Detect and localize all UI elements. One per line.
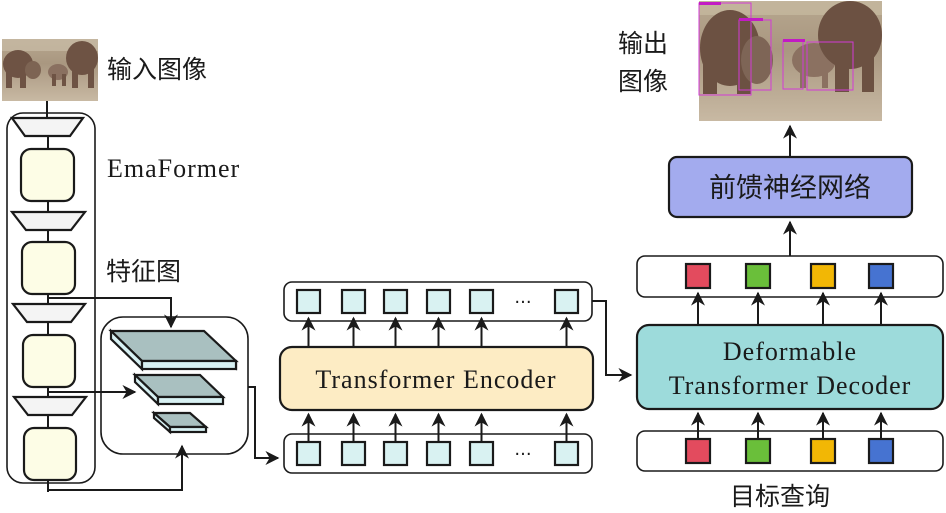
encoder-output-token [295, 288, 322, 315]
encoder-input-token [382, 440, 409, 467]
decoder-output-token [744, 262, 772, 290]
object-query-tokens [684, 437, 895, 465]
object-query-token [744, 437, 772, 465]
encoder-input-token [553, 440, 580, 467]
feature-map-medium [132, 372, 226, 407]
encoder-input-token [295, 440, 322, 467]
input-image-label: 输入图像 [107, 55, 207, 84]
backbone-block-1 [19, 147, 76, 203]
downsample-1 [9, 116, 86, 138]
decoder-arrows [691, 291, 888, 439]
encoder-output-token [468, 288, 495, 315]
encoder-output-token [553, 288, 580, 315]
encoder-arrows: ··· ··· [301, 292, 574, 465]
feature-map-container [100, 316, 249, 455]
input-image [2, 39, 98, 101]
ellipsis-label: ··· [514, 292, 531, 313]
transformer-encoder-block [278, 345, 595, 412]
backbone-stage-2 [9, 210, 88, 296]
encoder-output-token [340, 288, 367, 315]
arrow-features-to-encoder-input [248, 386, 280, 465]
encoder-input-token [340, 440, 367, 467]
decoder-label-line2: Transformer Decoder [669, 371, 912, 400]
decoder-output-token [684, 262, 712, 290]
decoder-output-tokens [684, 262, 895, 290]
ffn-label: 前馈神经网络 [709, 173, 871, 204]
backbone-stage-3 [10, 302, 88, 389]
encoder-input-tokens [295, 440, 580, 467]
decoder-output-row [636, 255, 944, 298]
feature-map-label: 特征图 [106, 257, 181, 286]
decoder-output-token [809, 262, 837, 290]
arrow-stage4-to-feature-small [47, 444, 189, 491]
ellipsis-label: ··· [514, 444, 531, 465]
feature-map-small [151, 410, 209, 435]
object-query-token [809, 437, 837, 465]
encoder-output-token [425, 288, 452, 315]
downsample-3 [10, 302, 88, 324]
arrow-encoder-to-decoder [592, 300, 633, 382]
downsample-2 [9, 210, 88, 232]
backbone-block-2 [20, 240, 77, 296]
object-query-label: 目标查询 [730, 482, 830, 511]
feature-map-large [108, 328, 239, 372]
backbone-block-4 [22, 426, 78, 482]
object-query-token [867, 437, 895, 465]
backbone-block-3 [21, 333, 77, 389]
output-image-label-line2: 图像 [618, 67, 668, 96]
output-image-label-line1: 输出 [618, 29, 668, 58]
downsample-4 [11, 395, 89, 417]
backbone-stage-4 [11, 395, 89, 482]
output-image [698, 1, 882, 121]
decoder-output-token [867, 262, 895, 290]
encoder-output-tokens [295, 288, 580, 315]
encoder-input-token [468, 440, 495, 467]
encoder-output-token [382, 288, 409, 315]
object-query-row [636, 430, 944, 472]
deformable-decoder-block [635, 323, 945, 411]
decoder-label-line1: Deformable [723, 337, 857, 366]
backbone-stage-1 [9, 116, 86, 203]
encoder-input-token [425, 440, 452, 467]
transformer-encoder-label: Transformer Encoder [315, 365, 556, 394]
object-query-token [684, 437, 712, 465]
backbone-label: EmaFormer [107, 154, 240, 183]
